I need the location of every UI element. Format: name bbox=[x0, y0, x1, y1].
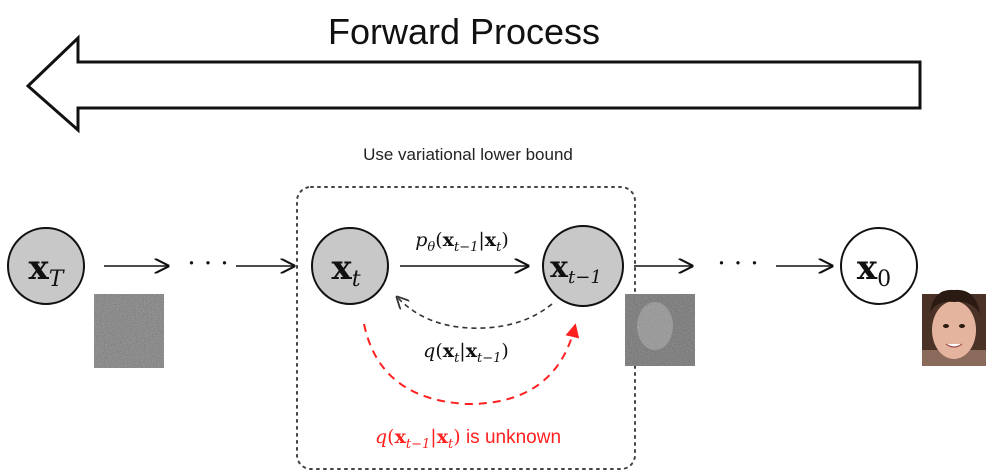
svg-text:x0: x0 bbox=[857, 248, 891, 292]
forward-process-label: Forward Process bbox=[328, 11, 600, 52]
label-p-theta: pθ(xt−1|xt) bbox=[415, 229, 509, 255]
arrow-q-unknown bbox=[363, 323, 580, 406]
variational-bound-box: Use variational lower bound bbox=[296, 145, 636, 470]
face-image bbox=[922, 289, 986, 366]
label-q-unknown: q(xt−1|xt) is unknown bbox=[375, 426, 561, 452]
node-xtm1-var: x bbox=[550, 250, 569, 285]
node-x0-var: x bbox=[857, 248, 878, 288]
node-xT: xT bbox=[7, 227, 85, 305]
node-xT-var: x bbox=[29, 248, 50, 288]
dots-left: · · · bbox=[187, 249, 228, 279]
partially-denoised-image bbox=[625, 294, 695, 366]
box-caption: Use variational lower bound bbox=[363, 145, 573, 164]
arrow-q-forward bbox=[398, 298, 553, 329]
svg-text:xt: xt bbox=[331, 248, 360, 292]
node-xt-sub: t bbox=[352, 267, 361, 292]
svg-text:xT: xT bbox=[29, 248, 66, 292]
node-xtm1: xt−1 bbox=[542, 225, 624, 307]
node-xt-var: x bbox=[331, 248, 352, 288]
node-xt: xt bbox=[311, 227, 389, 305]
dots-right: · · · bbox=[717, 249, 758, 279]
node-x0: x0 bbox=[840, 227, 918, 305]
node-x0-sub: 0 bbox=[877, 267, 891, 292]
node-xT-sub: T bbox=[49, 267, 66, 292]
forward-process-arrow: Forward Process bbox=[25, 11, 922, 134]
node-xtm1-sub: t−1 bbox=[568, 267, 602, 288]
svg-text:xt−1: xt−1 bbox=[550, 250, 602, 288]
noise-image bbox=[94, 294, 164, 368]
label-q: q(xt|xt−1) bbox=[423, 340, 509, 366]
